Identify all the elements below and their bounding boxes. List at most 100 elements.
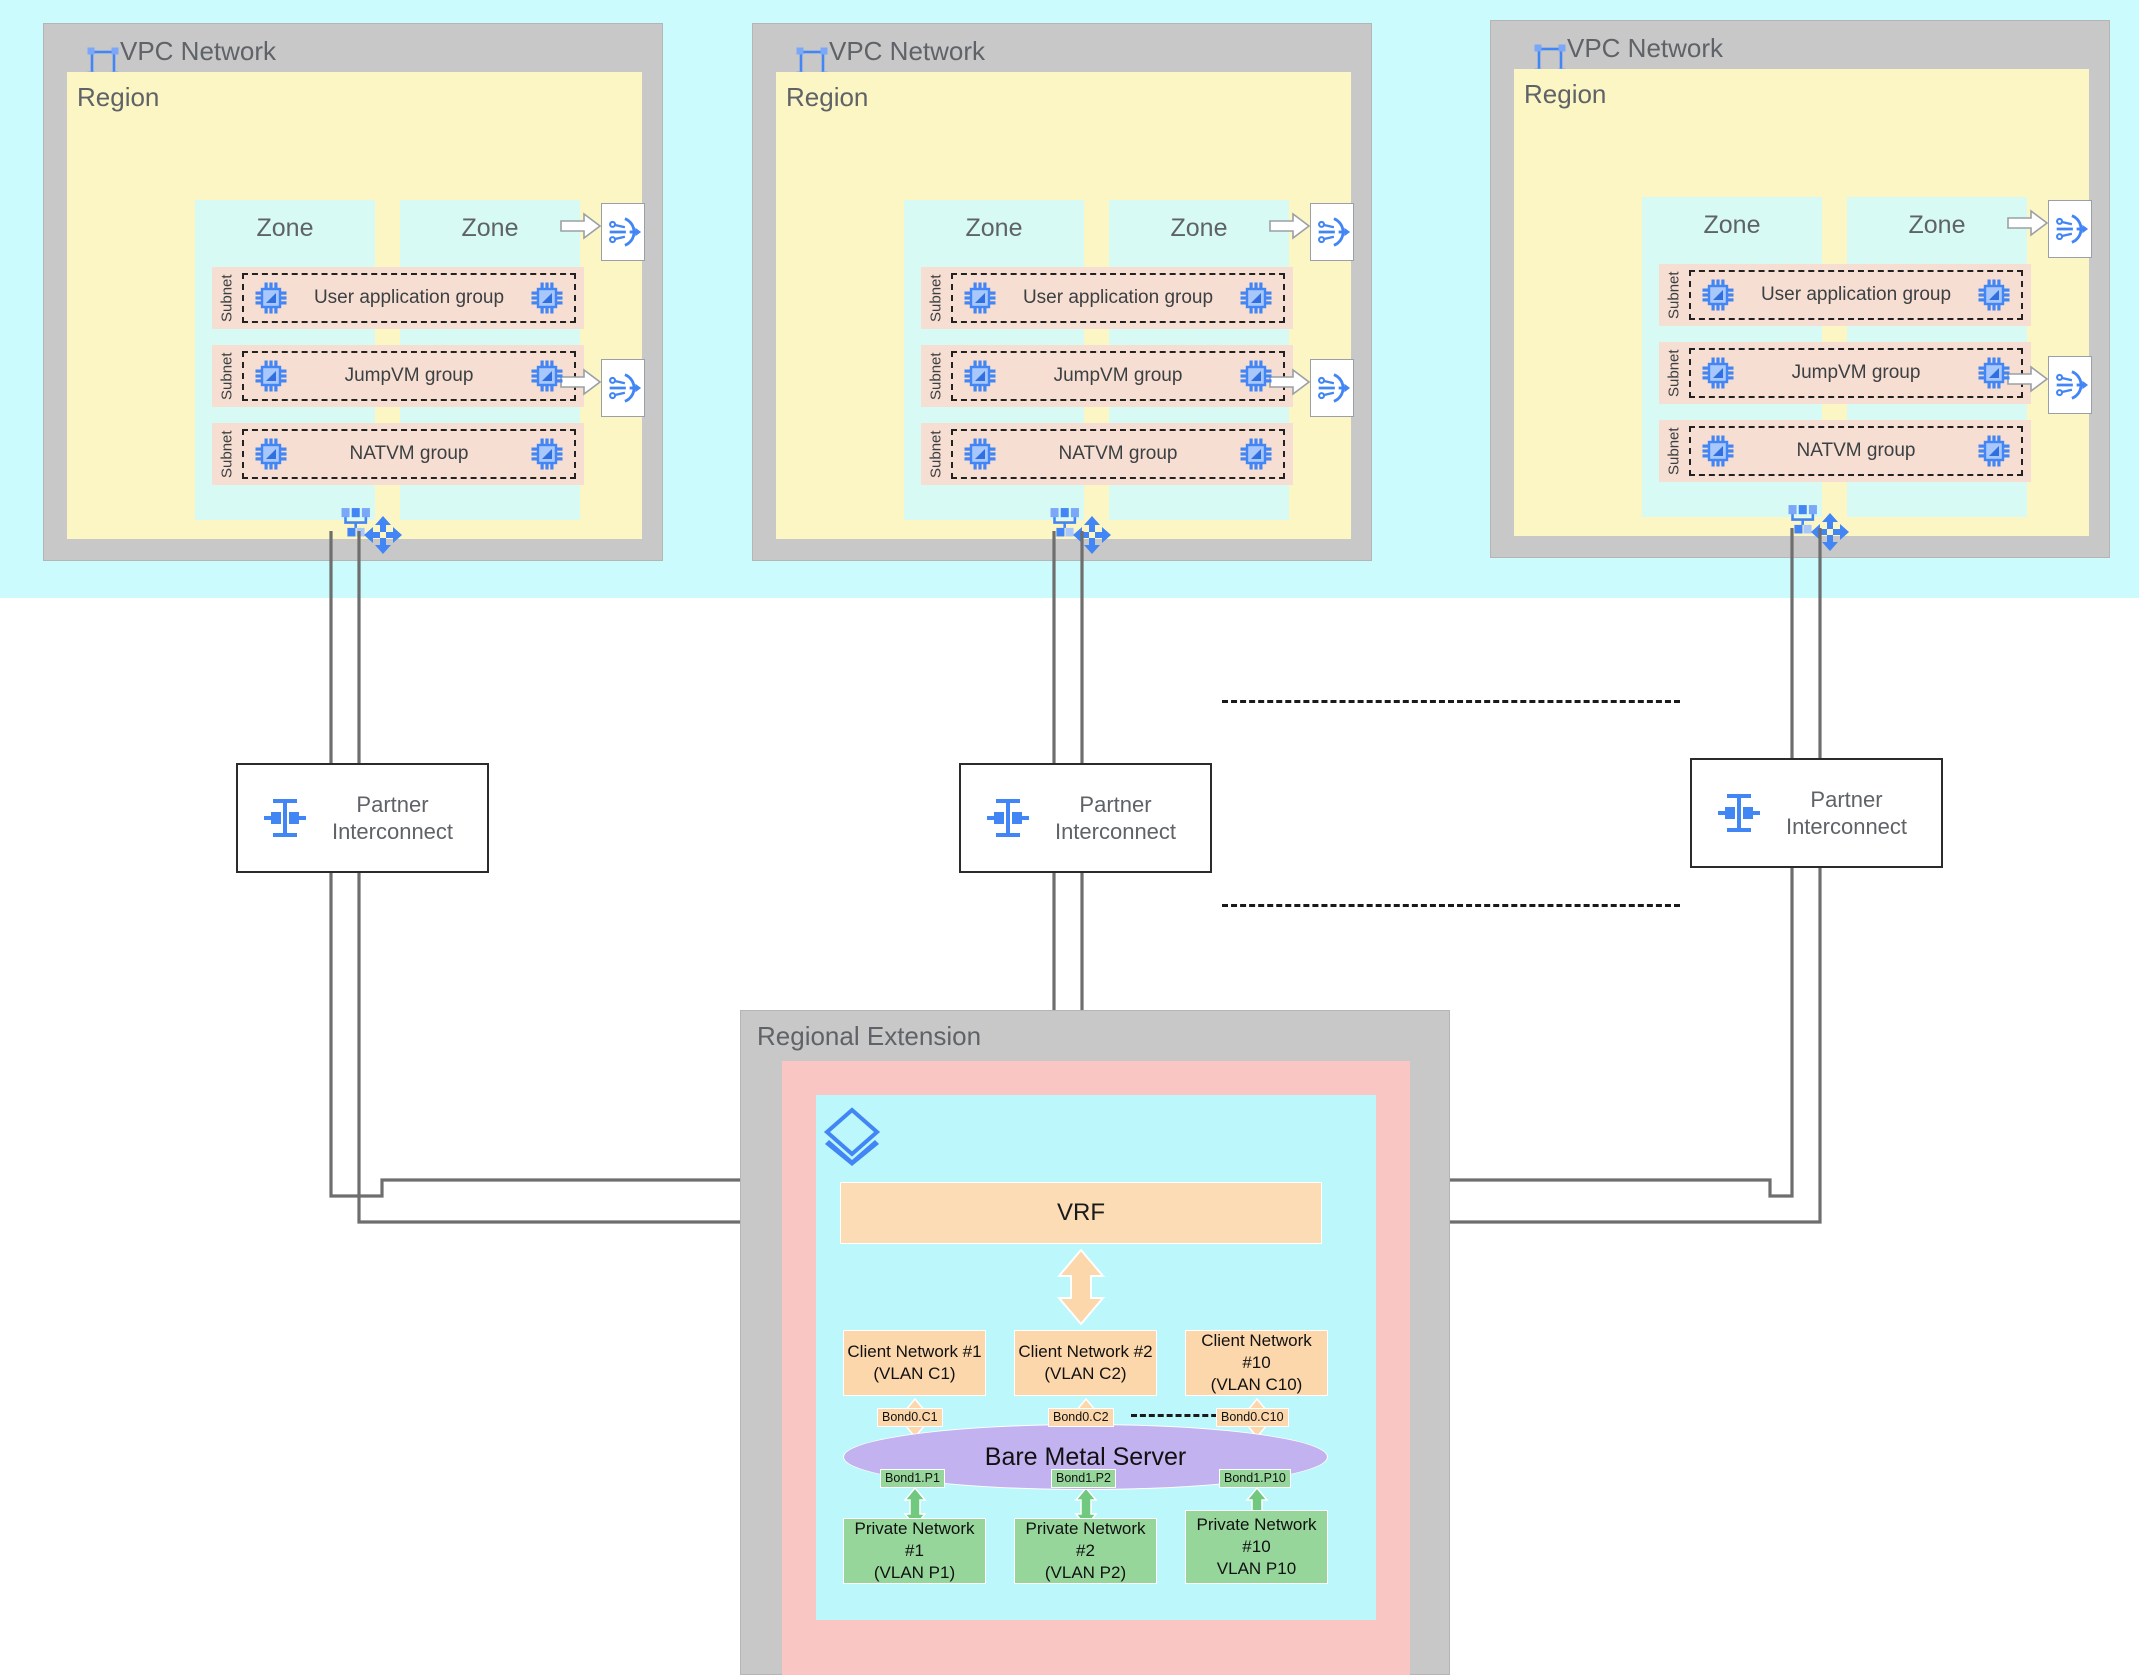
partner-interconnect-2[interactable]: Partner Interconnect	[959, 763, 1212, 873]
subnet-jumpvm-1[interactable]: Subnet JumpVM group	[212, 345, 584, 407]
traffic-arrow-icon	[560, 368, 602, 401]
client-network-10[interactable]: Client Network #10 (VLAN C10)	[1185, 1330, 1328, 1396]
vm-chip-icon	[1701, 278, 1735, 312]
subnet-label: Subnet	[1665, 427, 1683, 475]
instance-group-jumpvm[interactable]: JumpVM group	[951, 351, 1285, 401]
client-network-1[interactable]: Client Network #1 (VLAN C1)	[843, 1330, 986, 1396]
ellipsis-separator-bottom	[1222, 904, 1680, 907]
instance-group-jumpvm[interactable]: JumpVM group	[242, 351, 576, 401]
vpc-network-2[interactable]: VPC Network Region Zone Zone Subnet User…	[752, 23, 1372, 561]
instance-group-user-application[interactable]: User application group	[951, 273, 1285, 323]
zone-label: Zone	[256, 214, 314, 242]
subnet-jumpvm-2[interactable]: Subnet JumpVM group	[921, 345, 1293, 407]
cloud-router-icon	[364, 516, 402, 554]
private-network-1[interactable]: Private Network #1 (VLAN P1)	[843, 1518, 986, 1584]
cloud-nat-box-3b[interactable]	[2048, 356, 2092, 414]
instance-group-jumpvm[interactable]: JumpVM group	[1689, 348, 2023, 398]
cloud-nat-box-1a[interactable]	[601, 203, 645, 261]
zone-label: Zone	[965, 214, 1023, 242]
subnet-label: Subnet	[1665, 271, 1683, 319]
vm-chip-icon	[1239, 281, 1273, 315]
traffic-arrow-icon	[560, 212, 602, 245]
ellipsis-separator-top	[1222, 700, 1680, 703]
instance-group-user-application[interactable]: User application group	[1689, 270, 2023, 320]
traffic-arrow-icon	[2007, 209, 2049, 242]
partner-interconnect-label: Partner Interconnect	[1031, 791, 1210, 846]
instance-group-natvm[interactable]: NATVM group	[951, 429, 1285, 479]
partner-interconnect-icon	[985, 795, 1031, 841]
subnet-natvm-1[interactable]: Subnet NATVM group	[212, 423, 584, 485]
client-net-line-1: Client Network #1	[847, 1341, 982, 1361]
private-network-2[interactable]: Private Network #2 (VLAN P2)	[1014, 1518, 1157, 1584]
bond-tag-p10: Bond1.P10	[1219, 1469, 1291, 1488]
vm-chip-icon	[1977, 434, 2011, 468]
bond-tag-p1: Bond1.P1	[880, 1469, 945, 1488]
client-net-line-2: (VLAN C2)	[1044, 1364, 1127, 1383]
client-net-line-2: (VLAN C1)	[873, 1364, 956, 1383]
instance-group-user-application[interactable]: User application group	[242, 273, 576, 323]
vm-chip-icon	[963, 437, 997, 471]
partner-interconnect-icon	[262, 795, 308, 841]
subnet-natvm-3[interactable]: Subnet NATVM group	[1659, 420, 2031, 482]
subnet-label: Subnet	[218, 274, 236, 322]
group-label: JumpVM group	[344, 365, 474, 386]
vrf-box[interactable]: VRF	[840, 1182, 1322, 1244]
vrf-bidirectional-arrow-icon	[1056, 1248, 1106, 1326]
instance-group-natvm[interactable]: NATVM group	[1689, 426, 2023, 476]
vm-chip-icon	[1239, 437, 1273, 471]
traffic-arrow-icon	[1269, 212, 1311, 245]
subnet-user-app-3[interactable]: Subnet User application group	[1659, 264, 2031, 326]
vm-chip-icon	[254, 359, 288, 393]
pi-line-2: Interconnect	[1054, 819, 1177, 844]
subnet-label: Subnet	[1665, 349, 1683, 397]
regional-extension-title: Regional Extension	[757, 1021, 982, 1051]
cloud-nat-box-2a[interactable]	[1310, 203, 1354, 261]
instance-group-natvm[interactable]: NATVM group	[242, 429, 576, 479]
zone-label: Zone	[1908, 211, 1966, 239]
group-label: User application group	[1760, 284, 1952, 305]
traffic-arrow-icon	[2007, 365, 2049, 398]
group-label: NATVM group	[1058, 443, 1178, 464]
vpc-network-3[interactable]: VPC Network Region Zone Zone Subnet User…	[1490, 20, 2110, 558]
zone-label: Zone	[1170, 214, 1228, 242]
vm-chip-icon	[530, 281, 564, 315]
client-net-line-1: Client Network #2	[1018, 1341, 1153, 1361]
subnet-user-app-1[interactable]: Subnet User application group	[212, 267, 584, 329]
private-net-line-2: #10	[1242, 1536, 1271, 1556]
group-label: User application group	[1022, 287, 1214, 308]
subnet-label: Subnet	[218, 430, 236, 478]
zone-label: Zone	[1703, 211, 1761, 239]
cloud-nat-box-3a[interactable]	[2048, 200, 2092, 258]
vpc-network-1[interactable]: VPC Network Region Zone Zone Subnet User…	[43, 23, 663, 561]
partner-interconnect-1[interactable]: Partner Interconnect	[236, 763, 489, 873]
group-label: NATVM group	[1796, 440, 1916, 461]
private-net-line-2: (VLAN P1)	[873, 1563, 956, 1583]
cloud-nat-box-1b[interactable]	[601, 359, 645, 417]
subnet-label: Subnet	[927, 274, 945, 322]
subnet-user-app-2[interactable]: Subnet User application group	[921, 267, 1293, 329]
region-label: Region	[77, 82, 160, 112]
bond-tag-c1: Bond0.C1	[877, 1408, 943, 1427]
vm-chip-icon	[963, 359, 997, 393]
subnet-natvm-2[interactable]: Subnet NATVM group	[921, 423, 1293, 485]
zone-label: Zone	[461, 214, 519, 242]
cloud-nat-box-2b[interactable]	[1310, 359, 1354, 417]
vm-chip-icon	[530, 437, 564, 471]
private-net-line-2: (VLAN P2)	[1044, 1563, 1127, 1583]
vm-chip-icon	[1701, 356, 1735, 390]
subnet-jumpvm-3[interactable]: Subnet JumpVM group	[1659, 342, 2031, 404]
group-label: NATVM group	[349, 443, 469, 464]
vpc-title: VPC Network	[1567, 33, 1724, 63]
bond-tag-c2: Bond0.C2	[1048, 1408, 1114, 1427]
client-network-2[interactable]: Client Network #2 (VLAN C2)	[1014, 1330, 1157, 1396]
vm-chip-icon	[963, 281, 997, 315]
layers-icon	[821, 1106, 883, 1168]
partner-interconnect-label: Partner Interconnect	[308, 791, 487, 846]
region-1: Region Zone Zone Subnet User application…	[67, 72, 642, 539]
partner-interconnect-3[interactable]: Partner Interconnect	[1690, 758, 1943, 868]
vpc-title: VPC Network	[120, 36, 277, 66]
group-label: User application group	[313, 287, 505, 308]
pi-line-2: Interconnect	[331, 819, 454, 844]
region-label: Region	[1524, 79, 1607, 109]
private-network-10[interactable]: Private Network #10 VLAN P10	[1185, 1510, 1328, 1584]
